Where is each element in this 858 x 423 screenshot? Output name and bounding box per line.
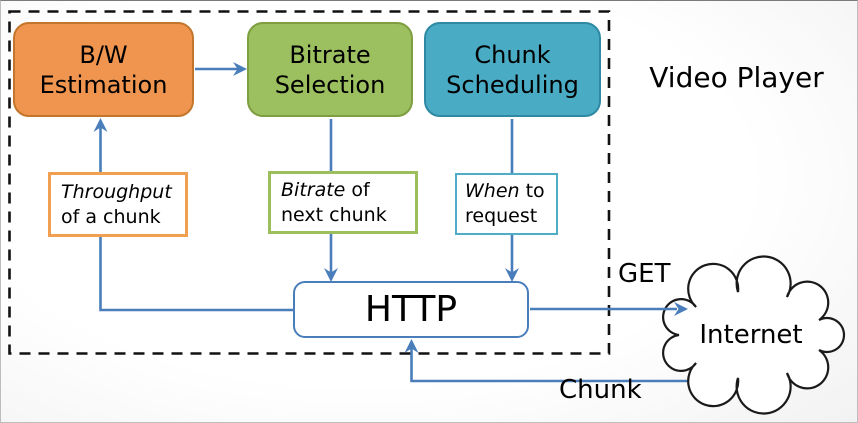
video-player-title: Video Player [649,61,824,94]
bw-estimation-label-line2: Estimation [39,70,168,99]
internet-cloud-label: Internet [699,320,803,350]
throughput-note-line2: of a chunk [61,205,161,228]
when-note: When to request [455,173,558,235]
throughput-italic: Throughput [61,180,172,203]
connector-internet-chunk-to-http [410,343,791,383]
throughput-note-line1: Throughput [61,180,185,205]
arrowhead-get-into-internet [674,302,688,316]
bitrate-note: Bitrate of next chunk [268,171,418,234]
bitrate-note-line2: next chunk [281,203,387,226]
video-player-dashed-boundary [8,10,611,355]
chunk-scheduling-label-line2: Scheduling [446,70,579,99]
bw-estimation-box: B/W Estimation [13,22,194,117]
when-note-line2: request [465,205,538,227]
bitrate-note-line1: Bitrate of [281,178,415,203]
bitrate-selection-label-line2: Selection [274,70,386,99]
bitrate-selection-label-line1: Bitrate [289,40,371,69]
http-label: HTTP [364,289,458,330]
arrowhead-bitrate-into-http [324,268,338,282]
bitrate-after: of [345,178,370,201]
when-after: to [519,180,545,202]
get-request-label: GET [618,259,671,289]
chunk-response-label: Chunk [559,375,642,405]
when-note-line1: When to [465,179,556,204]
http-box: HTTP [293,281,529,338]
arrowhead-chunk-into-http [404,339,419,353]
internet-cloud-shape [662,255,846,415]
chunk-scheduling-box: Chunk Scheduling [424,22,601,117]
bitrate-italic: Bitrate [281,178,346,201]
arrowhead-scheduling-into-http [505,268,519,282]
arrowhead-into-bw-estimation [93,118,108,132]
throughput-note: Throughput of a chunk [48,172,188,237]
bw-estimation-label-line1: B/W [79,40,128,69]
chunk-scheduling-label-line1: Chunk [474,40,551,69]
when-italic: When [465,180,520,202]
bitrate-selection-box: Bitrate Selection [247,22,413,117]
arrowhead-bw-to-bitrate [233,62,247,76]
